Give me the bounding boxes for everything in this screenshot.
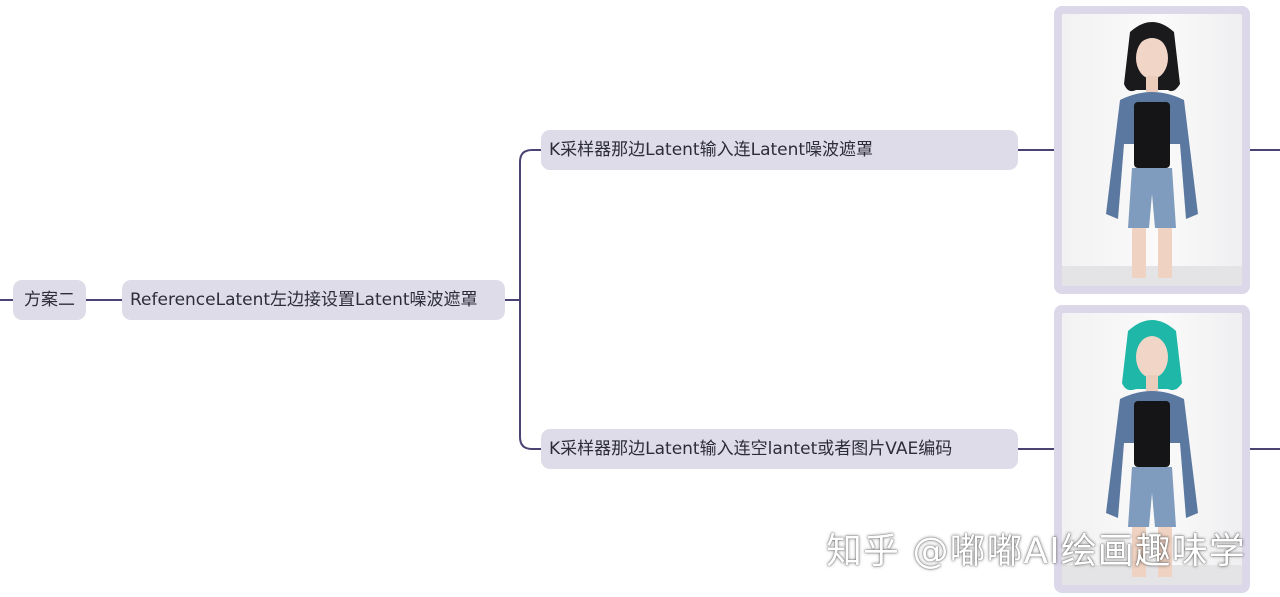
child-node-1-label: K采样器那边Latent输入连Latent噪波遮罩 (549, 140, 874, 160)
root-node-label: 方案二 (24, 290, 75, 310)
photo-1 (1062, 14, 1242, 286)
photo-2 (1062, 313, 1242, 585)
connector-child-1 (519, 149, 541, 300)
mindmap-child-node-2[interactable]: K采样器那边Latent输入连空lantet或者图片VAE编码 (541, 429, 1018, 469)
connector-child-2 (519, 300, 541, 450)
image-card-2[interactable] (1054, 305, 1250, 593)
woman-teal-hair-photo-icon (1062, 320, 1242, 585)
image-card-1[interactable] (1054, 6, 1250, 294)
mindmap-root-node[interactable]: 方案二 (13, 280, 86, 320)
child-node-2-label: K采样器那边Latent输入连空lantet或者图片VAE编码 (549, 439, 953, 459)
zhihu-watermark: 知乎 @嘟嘟AI绘画趣味学 (826, 531, 1246, 572)
mindmap-child-node-1[interactable]: K采样器那边Latent输入连Latent噪波遮罩 (541, 130, 1018, 170)
mindmap-branch-node[interactable]: ReferenceLatent左边接设置Latent噪波遮罩 (122, 280, 505, 320)
branch-node-label: ReferenceLatent左边接设置Latent噪波遮罩 (130, 290, 478, 310)
woman-black-hair-photo-icon (1062, 22, 1242, 286)
